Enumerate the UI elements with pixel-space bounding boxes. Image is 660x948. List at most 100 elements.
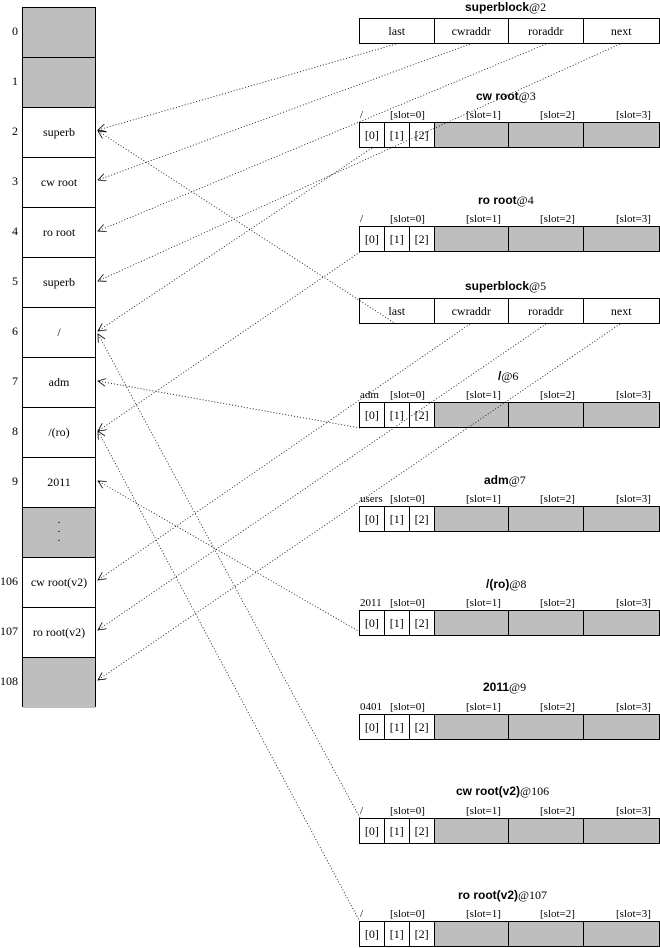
node-name: / xyxy=(360,805,364,817)
slot-label: [slot=3] xyxy=(616,701,651,713)
field-last: last xyxy=(360,299,435,323)
sub-cell: [1] xyxy=(385,403,410,427)
node-slot-row: [0] [1] [2] xyxy=(359,714,660,740)
arrow-sb2-last xyxy=(98,43,397,130)
slot-label: [slot=3] xyxy=(616,805,651,817)
slot-label: [slot=1] xyxy=(466,908,501,920)
sub-cell: [1] xyxy=(385,611,410,635)
node-title: /@6 xyxy=(498,369,519,383)
arrow-sb2-next xyxy=(98,43,621,281)
arrow-sb2-roraddr xyxy=(98,43,547,231)
block-number: 6 xyxy=(12,324,18,338)
slot-cell xyxy=(434,715,510,739)
block-number: 106 xyxy=(0,574,18,588)
block-number: 107 xyxy=(0,624,18,638)
slot-label: [slot=2] xyxy=(540,597,575,609)
block-number: 5 xyxy=(12,274,18,288)
sub-cell: [1] xyxy=(385,819,410,843)
sub-cell: [0] xyxy=(360,507,385,531)
block-number: 0 xyxy=(12,24,18,38)
slot-cell xyxy=(583,922,660,946)
node-slot-row: [0] [1] [2] xyxy=(359,226,660,252)
superblock-2-record: last cwraddr roraddr next xyxy=(359,18,660,44)
slot-label: [slot=2] xyxy=(540,908,575,920)
node-slot-row: [0] [1] [2] xyxy=(359,122,660,148)
superblock-2-title: superblock@2 xyxy=(465,0,547,14)
sub-cell: [0] xyxy=(360,611,385,635)
slot-label: [slot=0] xyxy=(390,597,425,609)
arrow-dirro8-slot0 xyxy=(98,481,361,633)
node-title: adm@7 xyxy=(484,473,526,487)
arrow-sb5-roraddr xyxy=(98,323,547,630)
slot-cell xyxy=(509,922,584,946)
slot-label: [slot=1] xyxy=(466,389,501,401)
slot-label: [slot=0] xyxy=(390,389,425,401)
slot-cell xyxy=(509,403,584,427)
sub-cell: [1] xyxy=(385,715,410,739)
node-title: cw root@3 xyxy=(476,89,536,103)
node-name: / xyxy=(360,213,364,225)
slot-cell xyxy=(583,507,660,531)
disk-block-107: ro root(v2) xyxy=(23,608,95,658)
disk-block-1 xyxy=(23,58,95,108)
sub-cell: [2] xyxy=(410,123,435,147)
slot-label: [slot=2] xyxy=(540,389,575,401)
slot-cell xyxy=(509,507,584,531)
slot-label: [slot=0] xyxy=(390,213,425,225)
block-number: 8 xyxy=(12,424,18,438)
disk-block-8: /(ro) xyxy=(23,408,95,458)
slot-cell xyxy=(509,819,584,843)
arrow-cwrootv2-slot0 xyxy=(98,334,361,819)
sub-cell: [2] xyxy=(410,715,435,739)
disk-block-6: / xyxy=(23,308,95,358)
sub-cell: [2] xyxy=(410,507,435,531)
slot-label: [slot=2] xyxy=(540,701,575,713)
sub-cell: [0] xyxy=(360,123,385,147)
slot-label: [slot=0] xyxy=(390,109,425,121)
slot-label: [slot=2] xyxy=(540,805,575,817)
sub-cell: [2] xyxy=(410,403,435,427)
disk-block-3: cw root xyxy=(23,158,95,208)
disk-block-2: superb xyxy=(23,108,95,158)
slot-cell xyxy=(434,922,510,946)
node-slot-row: [0] [1] [2] xyxy=(359,610,660,636)
sub-cell: [1] xyxy=(385,507,410,531)
slot-label: [slot=0] xyxy=(390,805,425,817)
disk-block-106: cw root(v2) xyxy=(23,558,95,608)
slot-cell xyxy=(583,403,660,427)
disk-block-4: ro root xyxy=(23,208,95,258)
arrow-rorootv2-slot0 xyxy=(98,431,361,923)
slot-label: [slot=3] xyxy=(616,908,651,920)
node-slot-row: [0] [1] [2] xyxy=(359,921,660,947)
slot-label: [slot=3] xyxy=(616,493,651,505)
slot-label: [slot=1] xyxy=(466,701,501,713)
slot-label: [slot=1] xyxy=(466,493,501,505)
slot-cell xyxy=(583,123,660,147)
slot-label: [slot=3] xyxy=(616,213,651,225)
disk-block-ellipsis: · · · xyxy=(23,508,95,558)
sub-cell: [0] xyxy=(360,922,385,946)
field-roraddr: roraddr xyxy=(509,299,584,323)
disk-block-108 xyxy=(23,658,95,708)
slot-label: [slot=1] xyxy=(466,109,501,121)
slot-label: [slot=3] xyxy=(616,597,651,609)
slot-cell xyxy=(583,715,660,739)
field-roraddr: roraddr xyxy=(509,19,584,43)
block-number: 4 xyxy=(12,224,18,238)
node-name: / xyxy=(360,109,364,121)
slot-label: [slot=0] xyxy=(390,493,425,505)
slot-label: [slot=1] xyxy=(466,213,501,225)
arrow-cwroot-slot0 xyxy=(98,147,373,331)
arrow-sb5-cwraddr xyxy=(98,323,471,580)
sub-cell: [1] xyxy=(385,922,410,946)
node-title: cw root(v2)@106 xyxy=(456,784,550,798)
slot-cell xyxy=(434,507,510,531)
disk-block-column: superb cw root ro root superb / adm /(ro… xyxy=(22,7,96,708)
slot-cell xyxy=(583,227,660,251)
field-cwraddr: cwraddr xyxy=(435,299,509,323)
sub-cell: [2] xyxy=(410,922,435,946)
slot-cell xyxy=(434,611,510,635)
node-name: 0401 xyxy=(360,701,382,713)
node-slot-row: [0] [1] [2] xyxy=(359,402,660,428)
slot-label: [slot=0] xyxy=(390,908,425,920)
